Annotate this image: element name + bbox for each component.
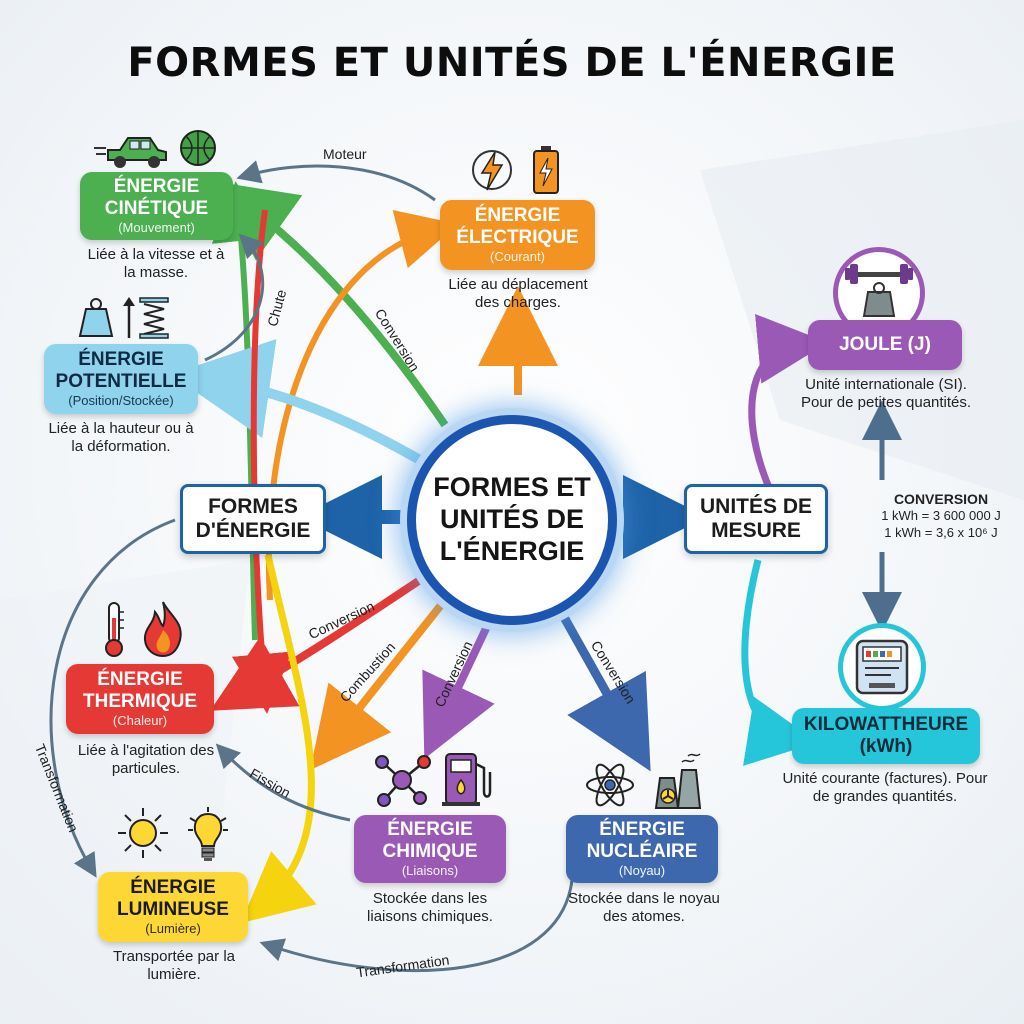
sun-icon: [118, 808, 168, 858]
desc-electrique: Liée au déplacement des charges.: [448, 276, 588, 311]
unit-joule-name: JOULE (J): [839, 334, 931, 356]
node-potentielle-name: ÉNERGIE POTENTIELLE: [55, 349, 187, 392]
node-potentielle-sub: (Position/Stockée): [68, 392, 174, 408]
node-chimique-name: ÉNERGIE CHIMIQUE: [382, 819, 478, 862]
central-node-label: FORMES ET UNITÉS DE L'ÉNERGIE: [433, 472, 591, 566]
lightning-icon: [472, 150, 512, 191]
node-thermique: ÉNERGIE THERMIQUE (Chaleur): [66, 664, 214, 734]
electric-meter-icon: [838, 623, 926, 711]
up-arrow-icon: [123, 297, 135, 338]
node-chimique-sub: (Liaisons): [401, 862, 459, 878]
bulb-icon: [188, 807, 228, 861]
hub-units: UNITÉS DE MESURE: [684, 484, 828, 554]
conversion-block: CONVERSION 1 kWh = 3 600 000 J 1 kWh = 3…: [846, 490, 1024, 542]
central-node: FORMES ET UNITÉS DE L'ÉNERGIE: [407, 415, 617, 625]
desc-chimique: Stockée dans les liaisons chimiques.: [367, 890, 493, 925]
node-lumineuse-sub: (Lumière): [145, 920, 201, 936]
node-nucleaire: ÉNERGIE NUCLÉAIRE (Noyau): [566, 815, 718, 883]
node-lumineuse: ÉNERGIE LUMINEUSE (Lumière): [98, 872, 248, 942]
page-title: FORMES ET UNITÉS DE L'ÉNERGIE: [127, 40, 897, 86]
node-chimique: ÉNERGIE CHIMIQUE (Liaisons): [354, 815, 506, 883]
molecule-icon: [375, 755, 431, 807]
flame-icon: [143, 601, 182, 658]
node-cinetique-sub: (Mouvement): [118, 219, 195, 235]
node-potentielle: ÉNERGIE POTENTIELLE (Position/Stockée): [44, 344, 198, 414]
atom-icon: [586, 763, 634, 807]
node-electrique-sub: (Courant): [490, 248, 545, 264]
fuel-pump-icon: [442, 753, 492, 806]
edge-label-moteur: Moteur: [323, 146, 367, 162]
power-plant-icon: [654, 753, 702, 809]
conversion-line2: 1 kWh = 3,6 x 10⁶ J: [884, 525, 998, 541]
node-nucleaire-sub: (Noyau): [618, 862, 666, 878]
conversion-line1: 1 kWh = 3 600 000 J: [881, 508, 1001, 524]
thermometer-icon: [105, 602, 124, 657]
unit-kwh-name: KILOWATTHEURE (kWh): [803, 714, 969, 757]
desc-lumineuse: Transportée par la lumière.: [112, 948, 235, 983]
ball-icon: [180, 130, 216, 166]
hub-units-label: UNITÉS DE MESURE: [699, 494, 812, 542]
car-icon: [94, 137, 167, 168]
unit-kwh: KILOWATTHEURE (kWh): [792, 708, 980, 764]
desc-joule: Unité internationale (SI). Pour de petit…: [800, 376, 972, 411]
spring-icon: [139, 297, 169, 339]
desc-potentielle: Liée à la hauteur ou à la déformation.: [48, 420, 194, 455]
node-electrique-name: ÉNERGIE ÉLECTRIQUE: [456, 205, 579, 248]
node-thermique-name: ÉNERGIE THERMIQUE: [83, 669, 197, 712]
hub-forms: FORMES D'ÉNERGIE: [180, 484, 326, 554]
node-electrique: ÉNERGIE ÉLECTRIQUE (Courant): [440, 200, 595, 270]
node-cinetique-name: ÉNERGIE CINÉTIQUE: [104, 176, 209, 219]
node-cinetique: ÉNERGIE CINÉTIQUE (Mouvement): [80, 172, 233, 240]
battery-icon: [533, 146, 559, 194]
node-nucleaire-name: ÉNERGIE NUCLÉAIRE: [586, 819, 698, 862]
desc-kwh: Unité courante (factures). Pour de grand…: [782, 770, 988, 805]
weight-icon: [78, 298, 114, 337]
desc-thermique: Liée à l'agitation des particules.: [77, 742, 215, 777]
unit-joule: JOULE (J): [808, 320, 962, 370]
hub-forms-label: FORMES D'ÉNERGIE: [195, 494, 311, 542]
desc-cinetique: Liée à la vitesse et à la masse.: [87, 246, 225, 281]
node-lumineuse-name: ÉNERGIE LUMINEUSE: [117, 877, 229, 920]
conversion-title: CONVERSION: [893, 491, 989, 507]
desc-nucleaire: Stockée dans le noyau des atomes.: [568, 890, 720, 925]
node-thermique-sub: (Chaleur): [112, 712, 168, 728]
